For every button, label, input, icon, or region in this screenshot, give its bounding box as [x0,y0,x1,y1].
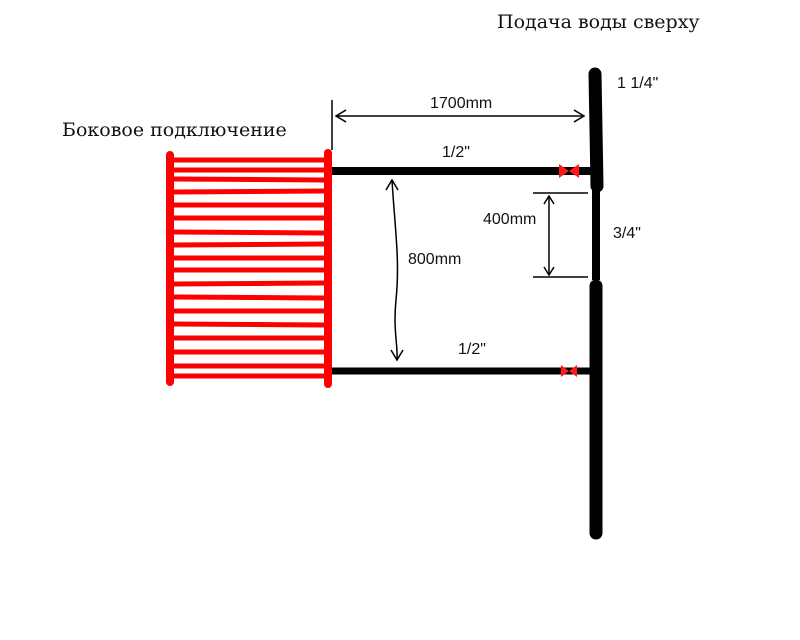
upper-valve-icon [559,164,579,178]
radiator [166,149,332,388]
horizontal-dimension [331,100,586,150]
side-connection-title: Боковое подключение [62,119,287,141]
segment-height-label: 400mm [483,211,536,228]
segment-dimension [533,192,588,278]
lower-branch-size-label: 1/2" [458,341,486,358]
segment-pipe-size-label: 3/4" [613,225,641,242]
main-riser-upper [588,67,604,193]
vertical-gap-label: 800mm [408,251,461,268]
horizontal-length-label: 1700mm [430,95,492,112]
top-supply-title: Подача воды сверху [497,11,700,33]
lower-valve-icon [561,365,577,377]
vertical-gap-dimension [385,178,404,362]
main-pipe-size-label: 1 1/4" [617,75,658,92]
upper-branch-size-label: 1/2" [442,144,470,161]
